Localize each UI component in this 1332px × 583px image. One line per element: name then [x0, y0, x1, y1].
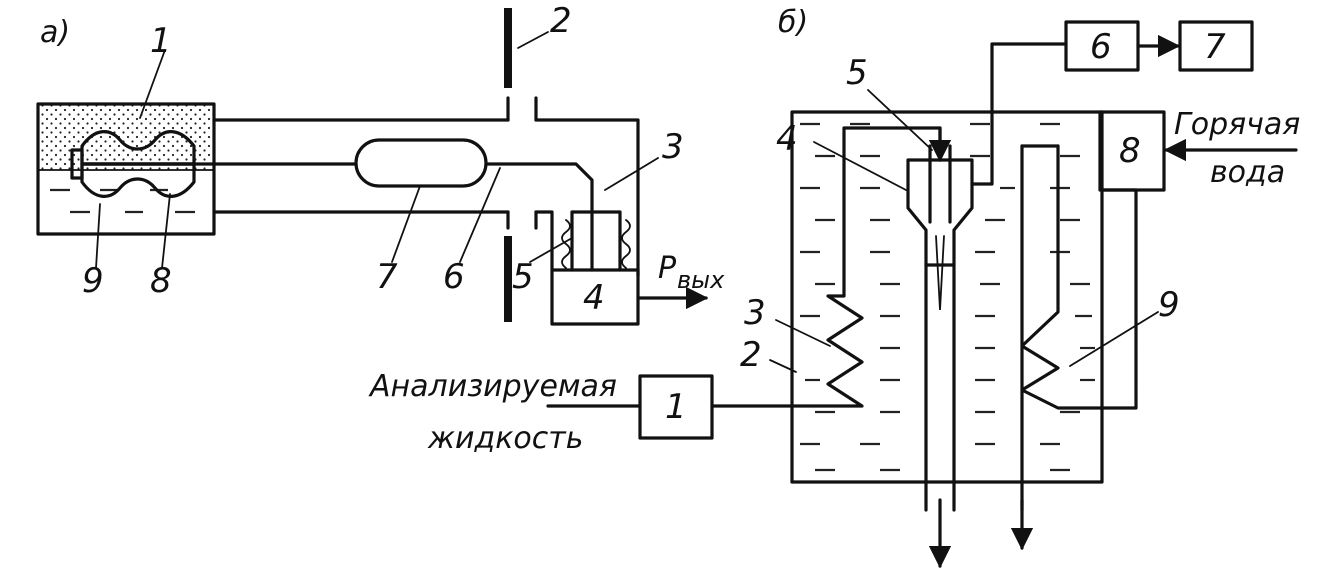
label-a-8: 8 [150, 261, 172, 301]
coil-9 [1020, 144, 1138, 512]
hot-water-text-2: вода [1210, 155, 1285, 190]
spring-left [561, 219, 571, 269]
label-a-7: 7 [376, 257, 398, 297]
coil-3 [710, 126, 942, 408]
label-a-5: 5 [512, 257, 534, 297]
label-b-2: 2 [740, 335, 762, 375]
flow-trace [935, 235, 945, 311]
label-a-9: 9 [82, 261, 104, 301]
label-a-2: 2 [550, 1, 572, 41]
output-subscript: вых [677, 266, 725, 294]
label-b-1-box: 1 [665, 387, 687, 427]
label-b-5: 5 [846, 53, 868, 93]
input-liquid-text-2: жидкость [427, 421, 583, 456]
bath-liquid-dashes [800, 122, 1095, 472]
label-b-6-box: 6 [1090, 27, 1112, 67]
signal-line [970, 42, 1068, 186]
label-b-9: 9 [1158, 285, 1180, 325]
rod-capsule [354, 138, 488, 188]
bellows-lower [80, 162, 196, 198]
bellows-upper [80, 130, 196, 166]
label-b-7-box: 7 [1204, 27, 1226, 67]
chamber-housing [36, 102, 216, 236]
label-a-6: 6 [443, 257, 465, 297]
panel-label-b: б) [778, 5, 808, 40]
hot-water-text-1: Горячая [1174, 107, 1300, 142]
transmission-rod [80, 162, 594, 272]
diagram-b: б) 1 [368, 5, 1300, 569]
liquid-dashes [50, 188, 195, 214]
tube-upper-wall [212, 118, 640, 278]
leader-lines-a [95, 31, 659, 269]
flow-cell-4 [906, 158, 974, 267]
label-a-3: 3 [662, 127, 684, 167]
spring-frame [570, 210, 622, 272]
spring-right [621, 219, 631, 269]
panel-label-a: а) [40, 15, 70, 50]
output-p-label: P [658, 251, 677, 286]
label-b-3: 3 [744, 293, 766, 333]
wall-passage [506, 96, 538, 230]
thermostat-bath-2 [790, 110, 1104, 484]
label-a-1: 1 [150, 21, 172, 61]
label-b-8-box: 8 [1119, 131, 1141, 171]
leader-lines-b [769, 89, 1159, 373]
thermal-chamber [36, 102, 216, 236]
label-b-4: 4 [776, 119, 798, 159]
diagram-a: а) 4 P [36, 1, 725, 326]
block-7 [1178, 20, 1254, 72]
tube-lower-wall [212, 210, 554, 272]
input-liquid-text-1: Анализируемая [368, 369, 617, 404]
outlet-pipe [924, 263, 956, 512]
label-a-4: 4 [583, 278, 605, 318]
